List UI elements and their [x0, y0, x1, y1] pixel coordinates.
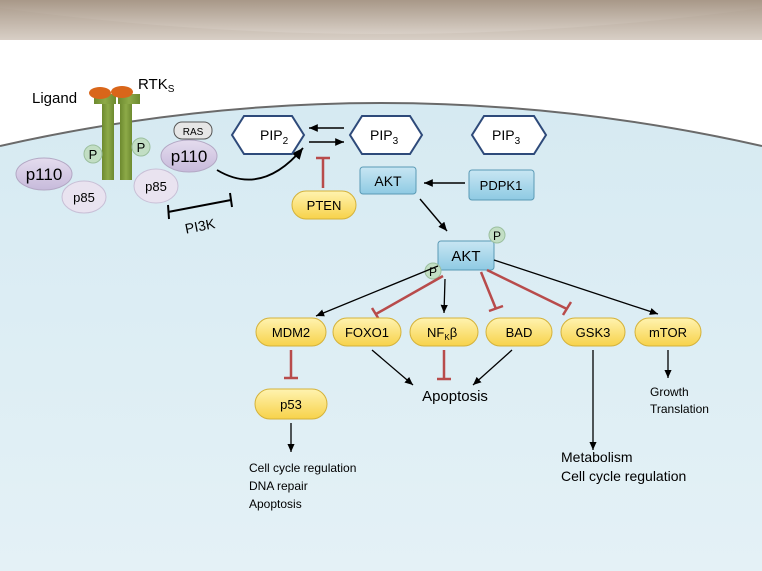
receptor-right-stalk: [120, 98, 132, 180]
akt-to-nfkb-arrow: [440, 278, 448, 314]
p85-right: [133, 168, 179, 204]
phosphate-left-label: P: [89, 147, 98, 162]
mdm2-inhibits-p53: [284, 350, 298, 380]
pip3-node: [348, 115, 424, 155]
akt-phosphate-top: [488, 226, 506, 244]
pdpk1-node: [468, 169, 535, 201]
akt-top-node: [359, 166, 417, 195]
gsk3-outcome-line-2: Cell cycle regulation: [561, 468, 686, 484]
p85-left: [61, 180, 107, 214]
mtor-outcome-line-2: Translation: [650, 402, 709, 416]
gsk3-label: GSK3: [576, 325, 611, 340]
pip2-node: [230, 115, 306, 155]
ligand-label: Ligand: [32, 90, 77, 107]
nfkb-inhibits-apoptosis: [437, 350, 451, 381]
pip3-second-label: PIP3: [492, 127, 521, 147]
bad-node: [485, 317, 553, 347]
ligand-left: [89, 87, 111, 99]
pten-inhibition: [316, 156, 330, 188]
ligand-right: [111, 86, 133, 98]
p110-left-label: p110: [26, 165, 63, 184]
pip3-second-node: [470, 115, 548, 155]
phosphate-right: [131, 137, 151, 157]
receptor-right-head: [118, 94, 140, 104]
mtor-label: mTOR: [649, 325, 687, 340]
gsk3-outcome-line-1: Metabolism: [561, 449, 633, 465]
akt-main-node: [437, 240, 495, 271]
akt-to-mdm2-arrow: [315, 265, 439, 317]
p110-right-label: p110: [171, 147, 208, 166]
akt-phosphate-top-label: P: [493, 229, 501, 243]
ras-node: [173, 121, 213, 140]
pdpk1-label: PDPK1: [480, 178, 523, 193]
akt-phosphate-left-label: P: [429, 265, 437, 279]
mtor-outcome-line-1: Growth: [650, 385, 689, 399]
p110-left: [15, 157, 73, 191]
phosphate-left: [83, 144, 103, 164]
gsk3-node: [560, 317, 626, 347]
apoptosis-outcome: Apoptosis: [422, 388, 488, 405]
phosphate-right-label: P: [137, 140, 146, 155]
pi3k-bracket: [167, 192, 233, 220]
p53-label: p53: [280, 397, 302, 412]
foxo1-label: FOXO1: [345, 325, 389, 340]
akt-inhibits-bad: [479, 271, 504, 313]
extracellular-curve: [0, 0, 762, 34]
p53-node: [254, 388, 328, 420]
nfkb-node: [409, 317, 479, 347]
p85-right-label: p85: [145, 179, 167, 194]
nfkb-label: NFKβ: [427, 325, 457, 342]
p53-outcome-line-1: Cell cycle regulation: [249, 461, 356, 475]
bad-label: BAD: [506, 325, 533, 340]
p110-right: [160, 139, 218, 173]
p53-outcome-line-2: DNA repair: [249, 479, 308, 493]
mdm2-label: MDM2: [272, 325, 310, 340]
p53-outcome-line-3: Apoptosis: [249, 497, 302, 511]
akt-main-label: AKT: [451, 248, 480, 265]
mdm2-node: [255, 317, 327, 347]
ras-label: RAS: [183, 127, 204, 138]
bad-to-apoptosis-arrow: [472, 349, 513, 386]
akt-inhibits-gsk3: [486, 268, 573, 316]
akt-activation-arrow: [419, 198, 448, 232]
mtor-node: [634, 317, 702, 347]
receptor-left-stalk: [102, 98, 114, 180]
pten-label: PTEN: [307, 198, 342, 213]
pip3-label: PIP3: [370, 127, 399, 147]
akt-top-label: AKT: [374, 173, 402, 189]
pip2-label: PIP2: [260, 127, 289, 147]
foxo1-node: [332, 317, 402, 347]
pten-node: [291, 190, 357, 220]
receptor-left-head: [94, 94, 116, 104]
p85-left-label: p85: [73, 190, 95, 205]
pi3k-activation-arrow: [216, 147, 304, 181]
rtk-label: RTKS: [138, 76, 175, 95]
pi3k-label: PI3K: [184, 215, 217, 237]
akt-to-mtor-arrow: [493, 259, 659, 315]
foxo1-to-apoptosis-arrow: [371, 349, 414, 386]
